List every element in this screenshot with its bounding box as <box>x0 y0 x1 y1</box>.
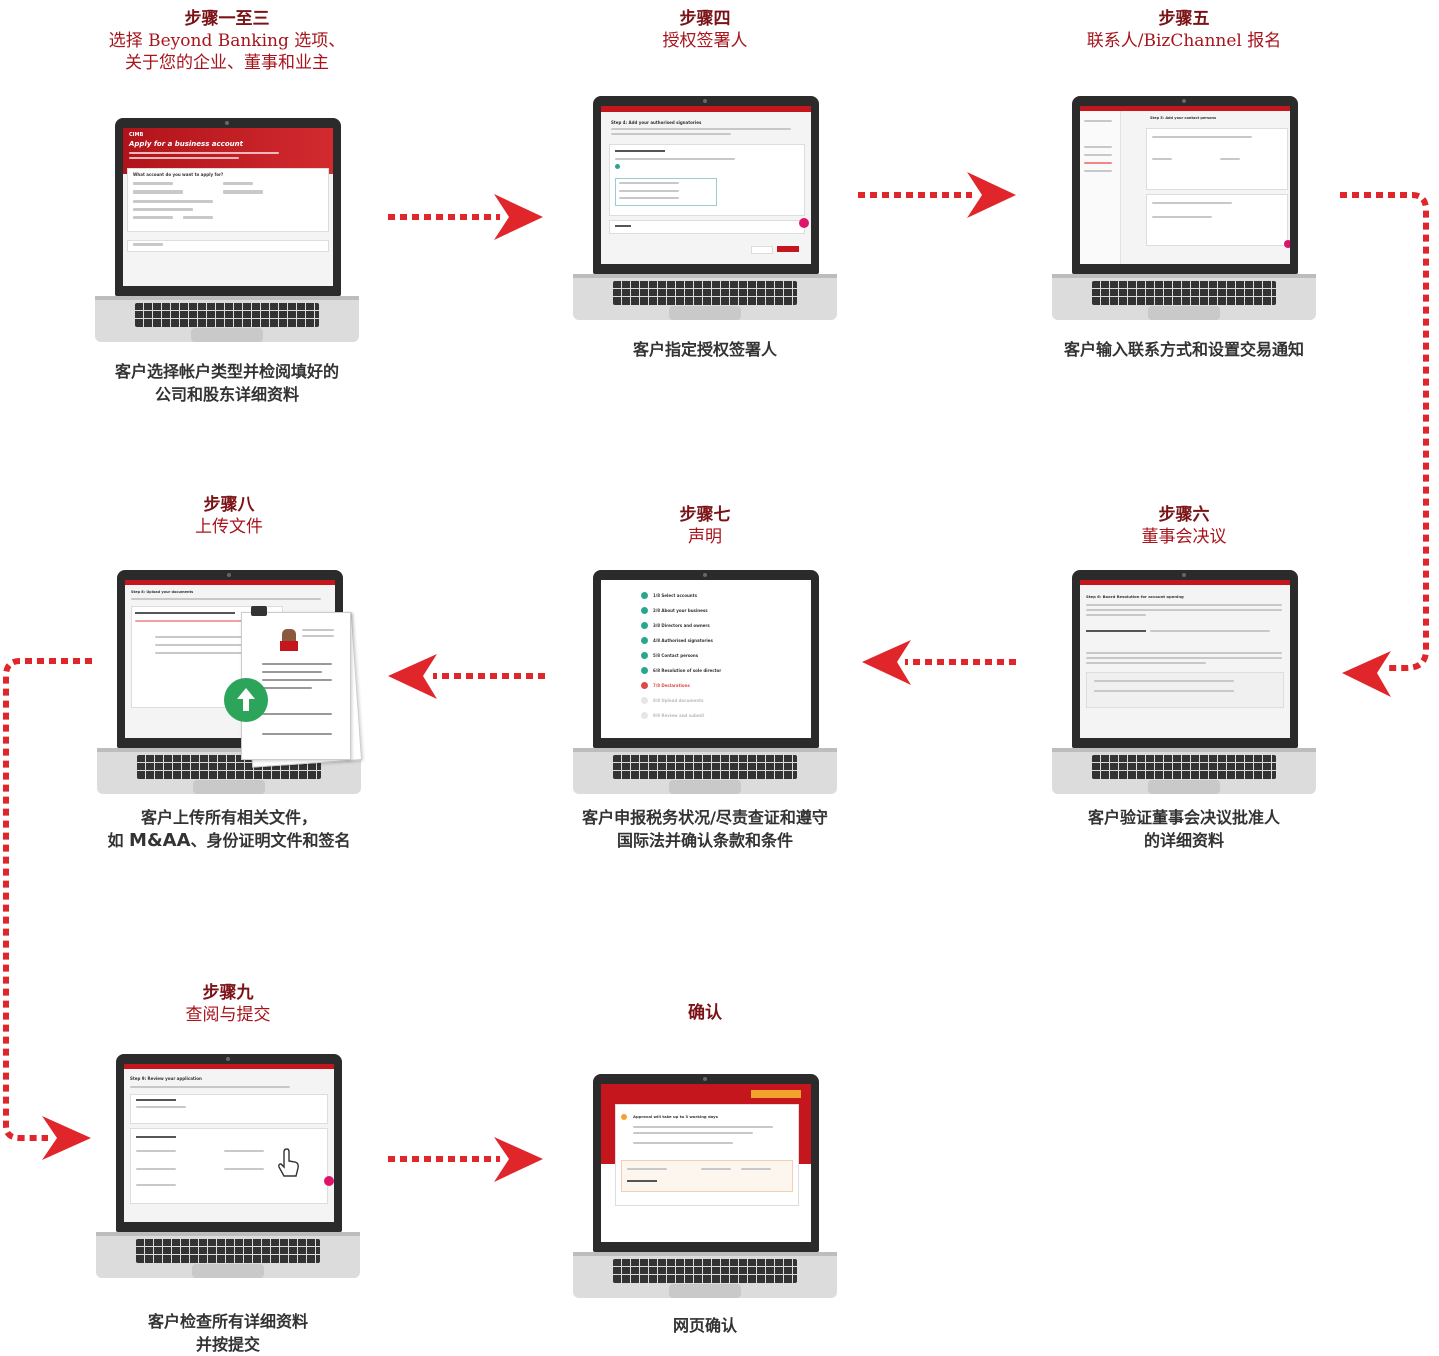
step-subtitle: 声明 <box>688 527 722 547</box>
screen-heading: Step 9: Review your application <box>130 1076 202 1081</box>
laptop-illustration: 1/8 Select accounts 2/8 About your busine… <box>573 570 837 810</box>
screen-heading: Step 6: Board Resolution for account ope… <box>1086 594 1184 599</box>
screen-confirmation: Approval will take up to 3 working days <box>601 1084 811 1242</box>
progress-item-label: 2/8 About your business <box>653 608 708 613</box>
step-caption: 客户申报税务状况/尽责查证和遵守 <box>582 808 828 827</box>
progress-check-icon <box>641 622 648 629</box>
laptop-illustration: Step 6: Board Resolution for account ope… <box>1052 570 1316 810</box>
progress-check-icon <box>641 592 648 599</box>
hand-pointer-icon <box>276 1148 302 1182</box>
progress-check-icon <box>641 697 648 704</box>
step-title: 步骤八 <box>203 495 255 515</box>
screen-contacts: Step 5: Add your contact persons <box>1080 106 1290 264</box>
progress-item-label: 9/9 Review and submit <box>653 713 705 718</box>
arrow-head-left <box>1342 651 1391 697</box>
step-title: 步骤七 <box>679 505 731 525</box>
step-title: 步骤九 <box>202 983 254 1003</box>
step-caption: 客户验证董事会决议批准人 <box>1087 808 1280 827</box>
progress-check-icon <box>641 712 648 719</box>
screen-board-resolution: Step 6: Board Resolution for account ope… <box>1080 580 1290 738</box>
screen-question: What account do you want to apply for? <box>133 172 224 177</box>
laptop-illustration: Approval will take up to 3 working days <box>573 1074 837 1314</box>
step-title: 确认 <box>688 1003 722 1023</box>
step-caption-line2: 如 M&AA、身份证明文件和签名 <box>107 830 351 851</box>
upload-icon <box>224 678 268 722</box>
progress-item-label: 1/8 Select accounts <box>653 593 697 598</box>
screen-heading: Approval will take up to 3 working days <box>633 1114 718 1119</box>
screen-heading: Step 8: Upload your documents <box>131 590 194 594</box>
laptop-illustration: Step 4: Add your authorised signatories <box>573 96 837 336</box>
screen-review-submit: Step 9: Review your application <box>124 1064 334 1222</box>
step-caption-line2: 公司和股东详细资料 <box>154 385 299 404</box>
progress-item-label: 6/8 Resolution of sole director <box>653 668 722 673</box>
screen-signatories: Step 4: Add your authorised signatories <box>601 106 811 264</box>
progress-check-icon <box>641 607 648 614</box>
screen-heading: Step 4: Add your authorised signatories <box>611 120 702 125</box>
arrow-head-left <box>388 654 437 699</box>
step-subtitle-line2: 关于您的企业、董事和业主 <box>125 53 329 73</box>
screen-heading: Apply for a business account <box>129 140 243 148</box>
arrow-head-right <box>494 194 543 240</box>
laptop-illustration: Step 9: Review your application <box>96 1054 360 1294</box>
progress-check-icon <box>641 652 648 659</box>
step-caption-line2: 的详细资料 <box>1143 831 1224 850</box>
step-subtitle: 查阅与提交 <box>185 1005 271 1025</box>
arrow-head-right <box>42 1116 91 1160</box>
step-subtitle: 选择 Beyond Banking 选项、 <box>108 31 346 51</box>
laptop-illustration: Step 5: Add your contact persons <box>1052 96 1316 336</box>
step-caption: 客户输入联系方式和设置交易通知 <box>1063 340 1304 359</box>
progress-check-icon <box>641 667 648 674</box>
step-subtitle: 联系人/BizChannel 报名 <box>1086 31 1282 51</box>
screen-apply-account: CIMB Apply for a business account What a… <box>123 128 333 286</box>
step-caption-line2: 国际法并确认条款和条件 <box>616 831 793 850</box>
step-subtitle: 董事会决议 <box>1141 527 1227 547</box>
arrow-head-right <box>494 1137 543 1182</box>
maa-bold: M&AA <box>129 830 191 851</box>
step-caption: 客户检查所有详细资料 <box>147 1312 308 1331</box>
progress-item-label: 3/8 Directors and owners <box>653 623 710 628</box>
screen-heading: Step 5: Add your contact persons <box>1150 116 1217 120</box>
progress-item-label: 5/8 Contact persons <box>653 653 699 658</box>
step-caption: 客户选择帐户类型并检阅填好的 <box>114 362 339 381</box>
progress-check-icon <box>641 637 648 644</box>
progress-item-label: 4/8 Authorised signatories <box>653 638 713 643</box>
step-caption: 客户指定授权签署人 <box>632 340 777 359</box>
progress-item-label: 8/8 Upload documents <box>653 698 704 703</box>
laptop-illustration: CIMB Apply for a business account What a… <box>95 118 359 358</box>
step-caption: 客户上传所有相关文件， <box>140 808 317 827</box>
step-title: 步骤四 <box>679 9 731 29</box>
step-subtitle: 授权签署人 <box>662 31 748 51</box>
progress-check-icon <box>641 682 648 689</box>
arrow-head-left <box>862 640 911 685</box>
step-caption: 网页确认 <box>672 1316 737 1335</box>
step-title: 步骤一至三 <box>184 9 270 29</box>
screen-declarations: 1/8 Select accounts 2/8 About your busine… <box>601 580 811 738</box>
arrow-head-right <box>967 172 1016 218</box>
cimb-logo: CIMB <box>129 132 144 138</box>
progress-item-label: 7/8 Declarations <box>653 683 690 688</box>
step-subtitle: 上传文件 <box>195 517 263 537</box>
step-title: 步骤六 <box>1158 505 1210 525</box>
step-title: 步骤五 <box>1158 9 1210 29</box>
step-caption-line2: 并按提交 <box>195 1335 260 1354</box>
